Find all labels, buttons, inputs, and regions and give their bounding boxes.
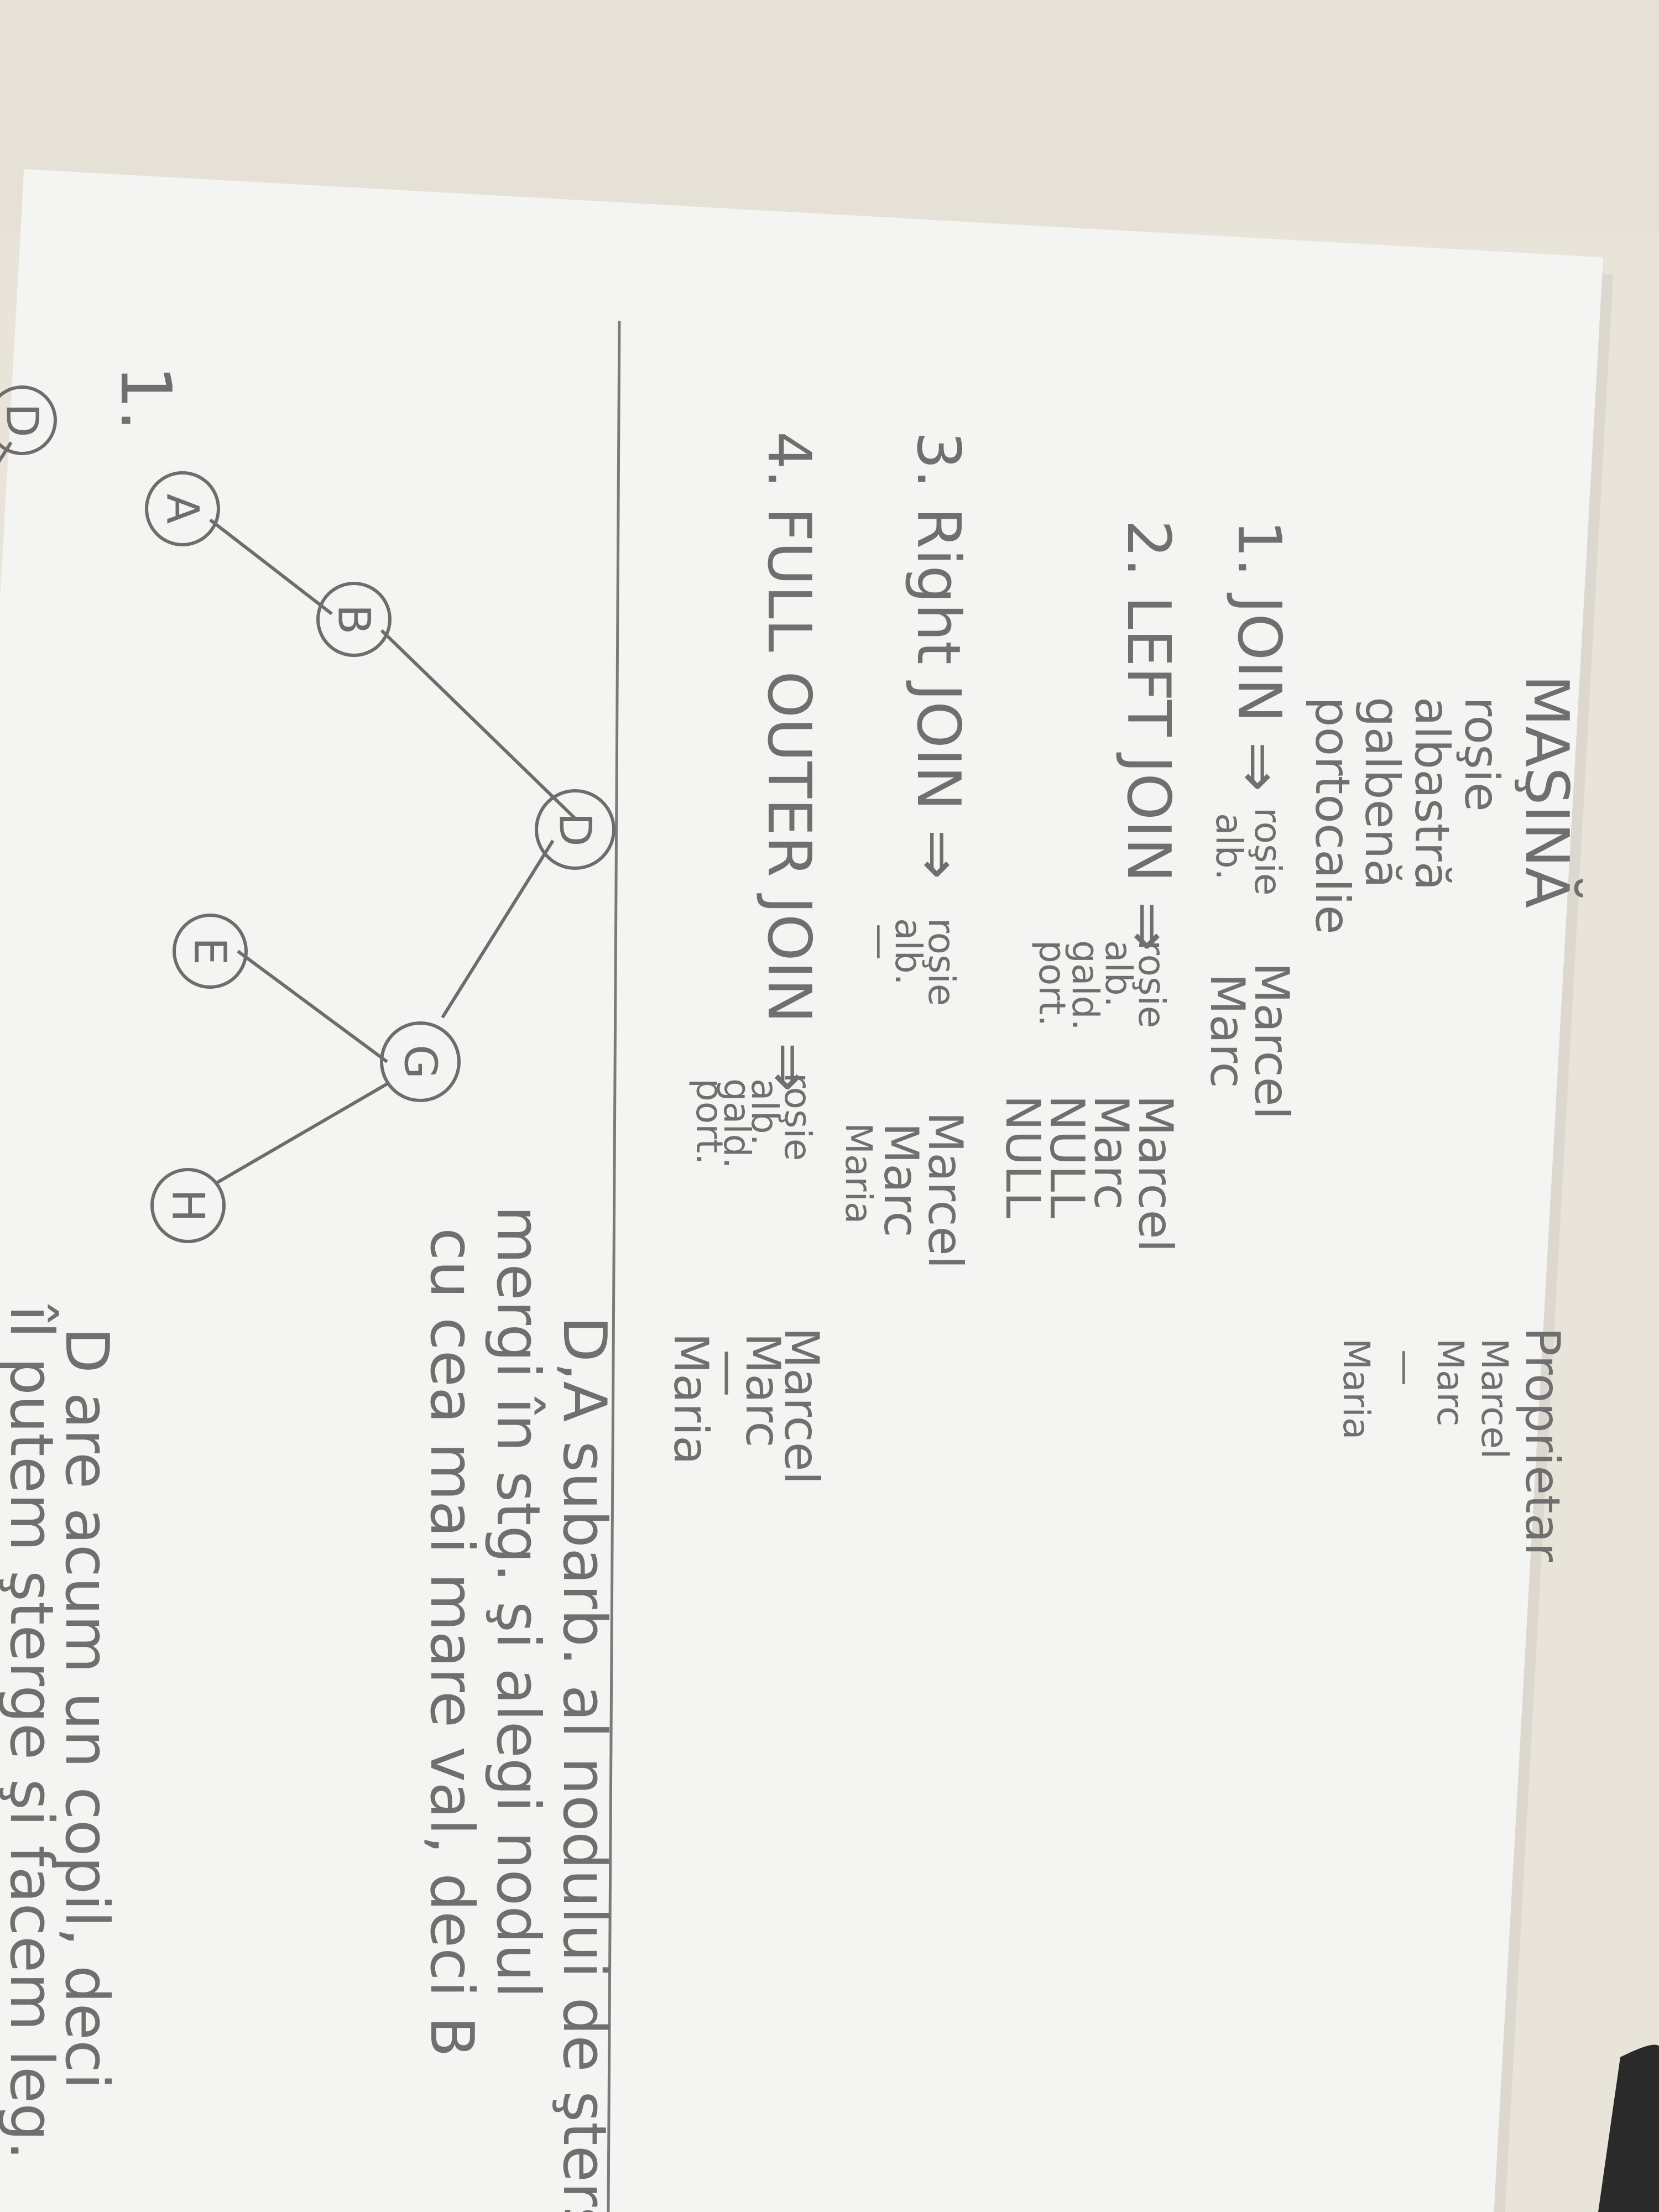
join-4-right-2: — — [702, 1349, 757, 1397]
explanation-line-5: îl putem şterge şi facem leg. — [0, 1304, 66, 2160]
join-2-right-2: NULL — [1039, 1095, 1094, 1218]
owner-item-1: Marc — [1429, 1338, 1472, 1426]
join-4-label: 4. FULL OUTER JOIN ⇒ — [754, 431, 823, 1092]
join-2-left-0: roşie — [1130, 940, 1173, 1028]
tree-node-h-label: H — [163, 1189, 214, 1222]
tree-node-b — [316, 582, 392, 657]
explanation-line-3: cu cea mai mare val, deci B — [417, 1228, 486, 2057]
join-3-left-1: alb. — [887, 918, 930, 985]
owner-item-0: Marcel — [1473, 1338, 1516, 1459]
tree-node-e-label: E — [185, 937, 236, 966]
join-3-label: 3. Right JOIN ⇒ — [904, 431, 973, 879]
car-item-3: portocalie — [1305, 697, 1360, 935]
join-1-right-0: Marcel — [1244, 962, 1299, 1119]
tree-node-g-label: G — [395, 1045, 446, 1079]
section-number: 1. — [105, 365, 186, 431]
join-2-right-1: Marc — [1083, 1095, 1139, 1210]
owner-table-title: Proprietar — [1515, 1327, 1570, 1563]
join-4-right-0: Marcel — [774, 1327, 829, 1484]
section-divider — [607, 320, 621, 2212]
join-4-right-1: Marc — [735, 1333, 790, 1448]
join-3-right-1: Marc — [873, 1123, 928, 1238]
join-4-left-1: alb. — [743, 1078, 786, 1146]
join-2-left-3: port. — [1031, 940, 1073, 1026]
explanation-line-2: mergi în stg. şi alegi nodul — [483, 1206, 552, 1998]
join-3-right-0: Marcel — [917, 1112, 973, 1269]
explanation-line-1: D,A subarb. al nodului de şters — [550, 1316, 619, 2212]
paper-sheet — [0, 169, 1604, 2212]
join-4-left-0: roşie — [776, 1073, 819, 1161]
owner-item-3: Maria — [1335, 1338, 1378, 1439]
join-2-label: 2. LEFT JOIN ⇒ — [1114, 520, 1183, 952]
join-2-right-3: NULL — [995, 1095, 1050, 1218]
join-1-label: 1. JOIN ⇒ — [1224, 520, 1293, 792]
tree-node-d-label: D — [550, 812, 601, 847]
tree-node-a-label: A — [157, 494, 208, 524]
car-item-2: galbenă — [1354, 697, 1410, 888]
tree-node-a — [145, 471, 220, 546]
join-4-left-2: gald. — [716, 1078, 758, 1169]
join-3-left-0: roşie — [920, 918, 963, 1006]
join-2-left-1: alb. — [1097, 940, 1140, 1008]
join-4-right-3: Maria — [663, 1333, 718, 1465]
join-3-right-2: Maria — [837, 1123, 880, 1224]
tree2-node-d-label: D — [0, 403, 48, 437]
join-4-left-3: port. — [688, 1078, 731, 1165]
tree-node-h — [150, 1168, 226, 1243]
join-1-left-1: alb. — [1208, 813, 1250, 880]
car-table-title: MAŞINĂ — [1512, 675, 1583, 908]
car-item-1: albastră — [1404, 697, 1459, 890]
explanation-line-4: D are acum un copil, deci — [52, 1327, 121, 2089]
join-3-left-2: — — [859, 924, 902, 960]
tree-node-e — [173, 914, 248, 989]
tree2-node-d — [0, 385, 57, 455]
tree-left — [0, 385, 57, 565]
owner-item-2: — — [1385, 1349, 1427, 1386]
car-item-0: roşie — [1454, 697, 1509, 812]
join-1-left-0: roşie — [1246, 807, 1289, 895]
tree-right — [209, 518, 577, 1185]
tree-right-nodes: D B G A E H — [145, 471, 615, 1243]
tree-node-b-label: B — [328, 604, 380, 635]
join-2-right-0: Marcel — [1128, 1095, 1183, 1252]
tree-node-g — [380, 1021, 461, 1102]
dark-object — [1598, 2044, 1659, 2212]
join-1-right-1: Marc — [1199, 973, 1255, 1088]
join-2-left-2: gald. — [1064, 940, 1107, 1031]
tree-node-d — [535, 789, 615, 870]
